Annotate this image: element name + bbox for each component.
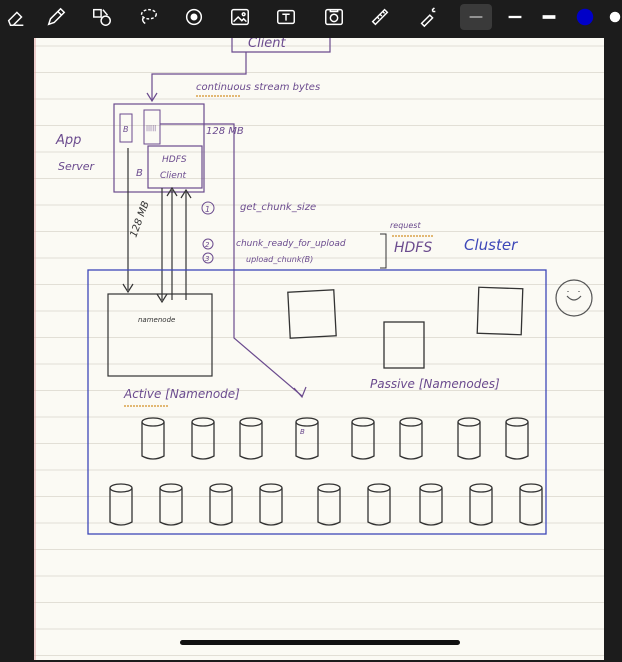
namenode-inner-label: namenode: [138, 316, 175, 324]
arrowhead-up-1: [166, 186, 178, 197]
datanode-cylinder: [141, 417, 165, 460]
step-3-circle: [202, 252, 214, 264]
app-server-box: [113, 103, 205, 193]
datanode-cylinder: [351, 417, 375, 460]
datanode-cylinder: [295, 417, 319, 460]
datanode-cylinder: [239, 417, 263, 460]
blue-color-swatch[interactable]: [571, 4, 599, 30]
textbox-tool-icon[interactable]: [272, 4, 300, 30]
label-b: B: [136, 168, 143, 179]
hdfs-client-label-1: HDFS: [162, 155, 187, 165]
server-label: Server: [58, 160, 96, 173]
camera-tool-icon[interactable]: [320, 4, 348, 30]
laser-pointer-icon[interactable]: [414, 4, 442, 30]
step-1-number: 1: [205, 205, 210, 214]
hdfs-client-box: [147, 145, 203, 189]
step-2-circle: [202, 238, 214, 250]
datanode-cylinder: [259, 483, 283, 526]
size-128-label-side: 128 MB: [128, 200, 151, 239]
step-3-number: 3: [205, 255, 209, 263]
step-2-text: chunk_ready_for_upload: [236, 239, 346, 249]
datanode-cylinder: [469, 483, 493, 526]
client-label: Client: [248, 38, 287, 51]
datanode-cylinder: [159, 483, 183, 526]
eraser-tool-icon[interactable]: [2, 4, 30, 30]
ruler-tool-icon[interactable]: [366, 4, 394, 30]
step-1-text: get_chunk_size: [240, 202, 316, 213]
steps-bracket: [380, 233, 387, 269]
step-2-number: 2: [205, 241, 210, 249]
continuous-stream-label: continuous stream bytes: [196, 82, 320, 93]
datanode-cylinder: [457, 417, 481, 460]
upload-chunk-arrowhead: [293, 386, 307, 399]
active-namenode-label: Active [Namenode]: [123, 387, 240, 401]
pen-tool-icon[interactable]: [42, 4, 70, 30]
sticker-tool-icon[interactable]: [180, 4, 208, 30]
buffer-a-mark: B: [123, 125, 129, 134]
upload-chunk-arrow: [160, 123, 303, 397]
datanode-cylinder: [367, 483, 391, 526]
arrowhead-up-2: [180, 188, 192, 199]
stream-arrowhead: [146, 92, 158, 103]
passive-namenodes-label: Passive [Namenodes]: [370, 377, 500, 391]
thin-stroke-option[interactable]: [460, 4, 492, 30]
hdfs-label: HDFS: [394, 240, 432, 256]
toolbar: [0, 0, 622, 34]
datanode-cylinder: [209, 483, 233, 526]
client-box: [231, 38, 331, 53]
thick-stroke-option[interactable]: [534, 4, 564, 30]
passive-namenode-3: [383, 321, 425, 369]
datanode-cylinder: [505, 417, 529, 460]
home-indicator[interactable]: [180, 640, 460, 645]
datanodes: [109, 417, 543, 526]
datanode-cylinder: [109, 483, 133, 526]
datanode-cylinder: [399, 417, 423, 460]
smiley-doodle: [555, 279, 593, 317]
size-128-label-top: 128 MB: [206, 126, 244, 137]
cluster-label: Cluster: [464, 236, 518, 254]
step-3-text: upload_chunk(B): [246, 255, 313, 264]
stream-buffer-b: [143, 109, 161, 145]
datanode-cylinder: [419, 483, 443, 526]
hdfs-cluster-box: [87, 269, 547, 535]
medium-stroke-option[interactable]: [500, 4, 530, 30]
hdfs-client-label-2: Client: [160, 171, 187, 181]
app-label: App: [55, 133, 81, 148]
shapes-tool-icon[interactable]: [88, 4, 116, 30]
buffer-b-mark: |||||: [146, 125, 156, 132]
stream-arrow: [151, 52, 247, 100]
passive-namenode-1: [287, 289, 337, 339]
datanode-cylinder: [519, 483, 543, 526]
step-1-circle: [201, 201, 215, 215]
passive-namenode-2: [476, 286, 524, 336]
stream-buffer-a: [119, 113, 133, 143]
ruled-lines: [34, 45, 604, 656]
datanode-chunk-mark: B: [300, 428, 305, 436]
arrowhead-down-1: [122, 283, 134, 294]
image-tool-icon[interactable]: [226, 4, 254, 30]
datanode-cylinder: [317, 483, 341, 526]
datanode-cylinder: [191, 417, 215, 460]
drawing-canvas[interactable]: Client continuous stream bytes B ||||| H…: [34, 38, 604, 660]
white-color-swatch[interactable]: [602, 4, 622, 30]
request-label: request: [390, 221, 421, 230]
active-namenode-box: [107, 293, 213, 377]
arrowhead-down-2: [156, 293, 168, 304]
lasso-tool-icon[interactable]: [134, 4, 162, 30]
notebook-page[interactable]: Client continuous stream bytes B ||||| H…: [34, 38, 604, 660]
